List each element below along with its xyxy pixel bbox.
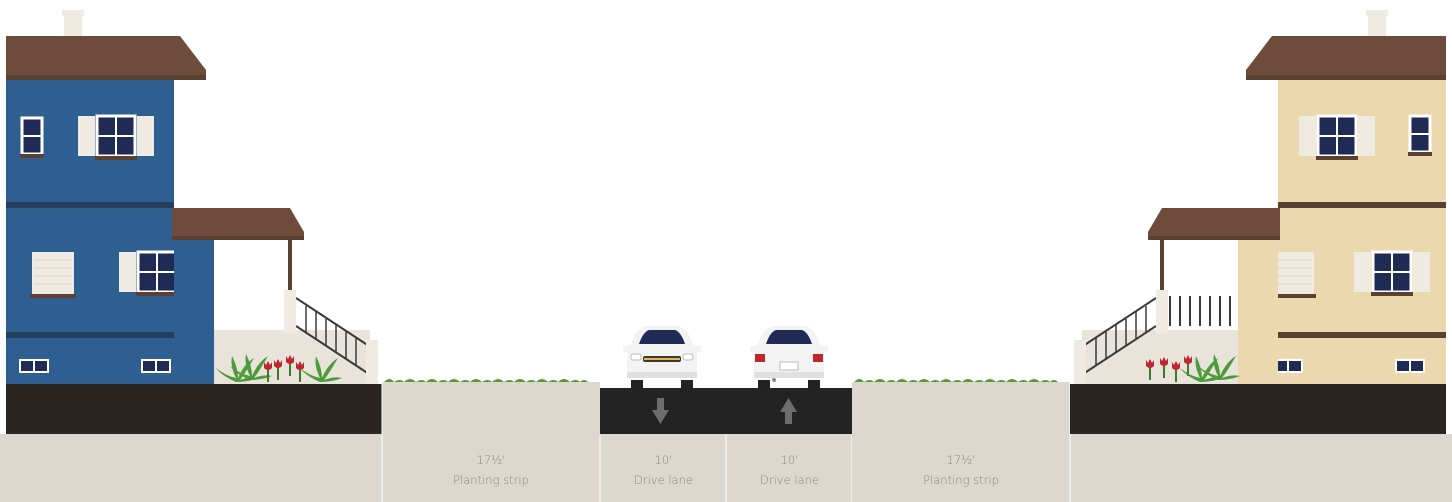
- label-planting-right: 17½' Planting strip: [852, 450, 1070, 490]
- planting-right-width: 17½': [946, 453, 976, 467]
- segment-lane-north: [727, 434, 852, 502]
- lane-south-width: 10': [654, 453, 673, 467]
- car-rear: [749, 325, 829, 389]
- label-planting-left: 17½' Planting strip: [382, 450, 600, 490]
- right-dark-strip: [1070, 384, 1446, 434]
- left-frontage: [0, 384, 382, 434]
- left-dark-strip: [6, 384, 382, 434]
- right-frontage: [1070, 384, 1452, 434]
- lane-north-name: Drive lane: [760, 473, 819, 487]
- lane-north-width: 10': [780, 453, 799, 467]
- lane-south-name: Drive lane: [634, 473, 693, 487]
- segment-planting-left: [381, 379, 600, 502]
- asphalt: [600, 388, 852, 434]
- segment-lane-south: [601, 434, 726, 502]
- planting-left-name: Planting strip: [453, 473, 529, 487]
- right-house: [1074, 10, 1446, 384]
- arrow-down-icon: [652, 398, 669, 424]
- left-house: [6, 10, 378, 384]
- roadway: [599, 325, 853, 502]
- segment-planting-right: [852, 379, 1071, 502]
- label-lane-north: 10' Drive lane: [727, 450, 852, 490]
- arrow-up-icon: [780, 398, 797, 424]
- planting-left-width: 17½': [476, 453, 506, 467]
- label-lane-south: 10' Drive lane: [601, 450, 726, 490]
- car-front: [622, 325, 702, 389]
- planting-right-name: Planting strip: [923, 473, 999, 487]
